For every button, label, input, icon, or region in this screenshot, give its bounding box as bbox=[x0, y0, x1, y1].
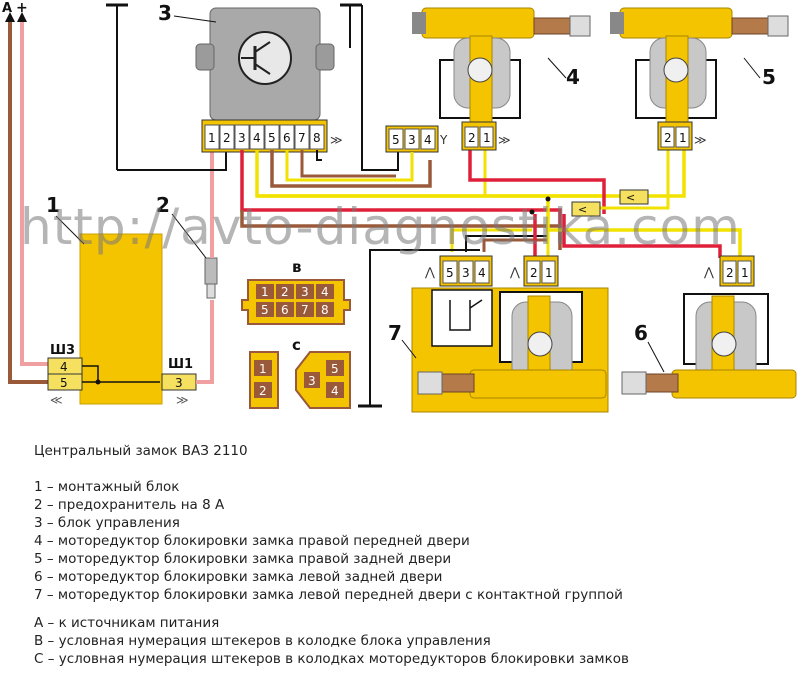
legend-c-1: 1 bbox=[259, 362, 267, 376]
motor-7 bbox=[411, 255, 609, 413]
m4-pin-1: 1 bbox=[483, 131, 491, 145]
m7-group-pin-5: 5 bbox=[446, 266, 454, 280]
legend-b-connector bbox=[241, 279, 351, 325]
cu-pin-8: 8 bbox=[313, 131, 321, 145]
caption-item-2: 2 – предохранитель на 8 А bbox=[34, 497, 225, 513]
label-4: 4 bbox=[566, 65, 580, 89]
m7-pin-1: 1 bbox=[545, 266, 553, 280]
mount-sh3-pin-5: 5 bbox=[60, 376, 68, 390]
m5-pin-1: 1 bbox=[679, 131, 687, 145]
conn543-pin-5: 5 bbox=[392, 133, 400, 147]
legend-b-1: 1 bbox=[261, 285, 269, 299]
svg-text:<: < bbox=[626, 191, 635, 204]
legend-c-connectors bbox=[249, 351, 351, 409]
wire-connectors: < < bbox=[571, 189, 649, 217]
power-wires bbox=[5, 12, 80, 384]
cu-pin-4: 4 bbox=[253, 131, 261, 145]
conn543-pin-4: 4 bbox=[424, 133, 432, 147]
m6-pin-1: 1 bbox=[741, 266, 749, 280]
label-5: 5 bbox=[762, 65, 776, 89]
legend-c-5: 5 bbox=[331, 362, 339, 376]
caption-item-6: 6 – моторедуктор блокировки замка левой … bbox=[34, 569, 443, 585]
m7-pin-2: 2 bbox=[530, 266, 538, 280]
cu-pin-5: 5 bbox=[268, 131, 276, 145]
label-c: с bbox=[292, 336, 301, 354]
legend-b-3: 3 bbox=[301, 285, 309, 299]
motor-4 bbox=[412, 7, 591, 151]
m6-pin-2: 2 bbox=[726, 266, 734, 280]
conn543-pin-3: 3 bbox=[408, 133, 416, 147]
label-3: 3 bbox=[158, 1, 172, 25]
label-6: 6 bbox=[634, 321, 648, 345]
legend-b-8: 8 bbox=[321, 303, 329, 317]
legend-c-2: 2 bbox=[259, 384, 267, 398]
cu-connector-mark: ≫ bbox=[330, 133, 343, 147]
conn543-mark: Y bbox=[439, 133, 448, 147]
svg-text:<: < bbox=[578, 203, 587, 216]
label-7: 7 bbox=[388, 321, 402, 345]
power-plus-label: + bbox=[16, 0, 28, 16]
caption-item-5: 5 – моторедуктор блокировки замка правой… bbox=[34, 551, 452, 567]
motor-5 bbox=[610, 7, 789, 151]
caption-note-b: В – условная нумерация штекеров в колодк… bbox=[34, 633, 491, 649]
connector-arrow-left: ≪ bbox=[50, 393, 63, 407]
caption-title: Центральный замок ВАЗ 2110 bbox=[34, 443, 248, 459]
control-unit-pins bbox=[204, 124, 325, 150]
m5-mark: ≫ bbox=[694, 133, 707, 147]
legend-b-5: 5 bbox=[261, 303, 269, 317]
caption-item-4: 4 – моторедуктор блокировки замка правой… bbox=[34, 533, 470, 549]
m7-group-pin-3: 3 bbox=[462, 266, 470, 280]
m6-mark: ⋀ bbox=[703, 265, 714, 279]
legend-c-3: 3 bbox=[308, 374, 316, 388]
label-b: в bbox=[292, 258, 302, 276]
caption-item-3: 3 – блок управления bbox=[34, 515, 180, 531]
label-sh1: Ш1 bbox=[168, 357, 193, 372]
power-minus-label: A bbox=[2, 1, 12, 16]
legend-b-4: 4 bbox=[321, 285, 329, 299]
caption-item-1: 1 – монтажный блок bbox=[34, 479, 180, 495]
m7-group-pin-4: 4 bbox=[478, 266, 486, 280]
mount-sh1-pin-3: 3 bbox=[175, 376, 183, 390]
label-2: 2 bbox=[156, 193, 170, 217]
mount-sh3-pin-4: 4 bbox=[60, 360, 68, 374]
label-1: 1 bbox=[46, 193, 60, 217]
caption-note-c: С – условная нумерация штекеров в колодк… bbox=[34, 651, 629, 667]
legend-c-4: 4 bbox=[331, 384, 339, 398]
m4-pin-2: 2 bbox=[468, 131, 476, 145]
connector-543 bbox=[385, 125, 439, 153]
connector-arrow-right: ≫ bbox=[176, 393, 189, 407]
cu-pin-6: 6 bbox=[283, 131, 291, 145]
mounting-block bbox=[47, 233, 197, 405]
fuse bbox=[204, 257, 218, 299]
motor-6 bbox=[621, 255, 797, 399]
m7-group-mark: ⋀ bbox=[424, 265, 435, 279]
cu-pin-3: 3 bbox=[238, 131, 246, 145]
legend-b-2: 2 bbox=[281, 285, 289, 299]
m7-mark: ⋀ bbox=[509, 265, 520, 279]
caption-item-7: 7 – моторедуктор блокировки замка левой … bbox=[34, 587, 623, 603]
m5-pin-2: 2 bbox=[664, 131, 672, 145]
legend-b-6: 6 bbox=[281, 303, 289, 317]
cu-pin-7: 7 bbox=[298, 131, 306, 145]
control-wires bbox=[240, 150, 742, 408]
wiring-diagram: A + 4 5 3 Ш3 Ш1 1 ≪ ≫ 2 3 bbox=[2, 0, 797, 413]
label-sh3: Ш3 bbox=[50, 343, 75, 358]
legend-b-7: 7 bbox=[301, 303, 309, 317]
cu-pin-1: 1 bbox=[208, 131, 216, 145]
caption-note-a: А – к источникам питания bbox=[34, 615, 220, 631]
cu-pin-2: 2 bbox=[223, 131, 231, 145]
m4-mark: ≫ bbox=[498, 133, 511, 147]
